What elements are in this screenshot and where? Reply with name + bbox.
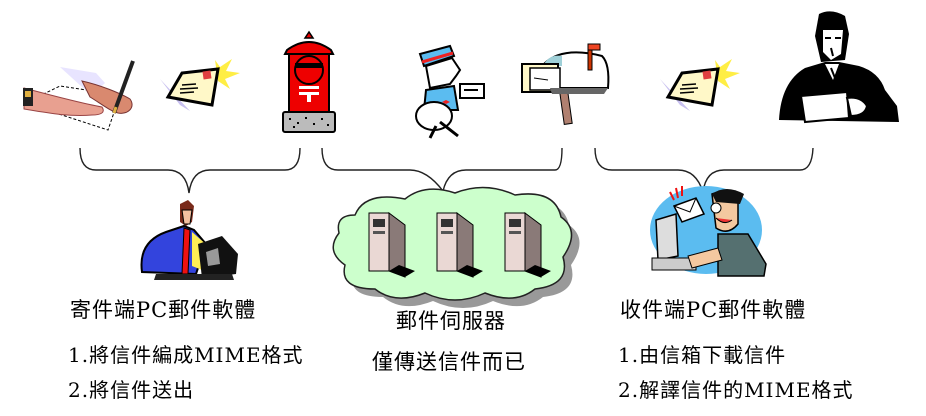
server-tower-icon [436, 212, 483, 278]
brace-sender [79, 147, 301, 194]
envelope-icon [660, 55, 740, 115]
red-postbox-icon [282, 30, 336, 134]
receiver-step-1: 1.由信箱下載信件 [618, 343, 787, 367]
receiver-step-2: 2.解譯信件的MIME格式 [618, 378, 854, 402]
hand-writing-letter-icon [10, 55, 135, 135]
sender-title: 寄件端PC郵件軟體 [70, 298, 257, 322]
receiver-title: 收件端PC郵件軟體 [620, 298, 807, 322]
mailbox-icon [521, 42, 610, 125]
server-tower-icon [504, 212, 551, 278]
server-description: 僅傳送信件而已 [372, 350, 526, 374]
server-cloud-icon [325, 185, 585, 308]
man-reading-letter-icon [775, 10, 905, 128]
envelope-icon [160, 55, 240, 115]
mailman-icon [410, 40, 490, 140]
sender-step-1: 1.將信件編成MIME格式 [68, 343, 304, 367]
sender-at-computer-icon [136, 200, 242, 280]
server-tower-icon [368, 212, 415, 278]
server-title: 郵件伺服器 [396, 309, 506, 333]
receiver-at-computer-icon [648, 184, 767, 277]
sender-step-2: 2.將信件送出 [68, 378, 195, 402]
